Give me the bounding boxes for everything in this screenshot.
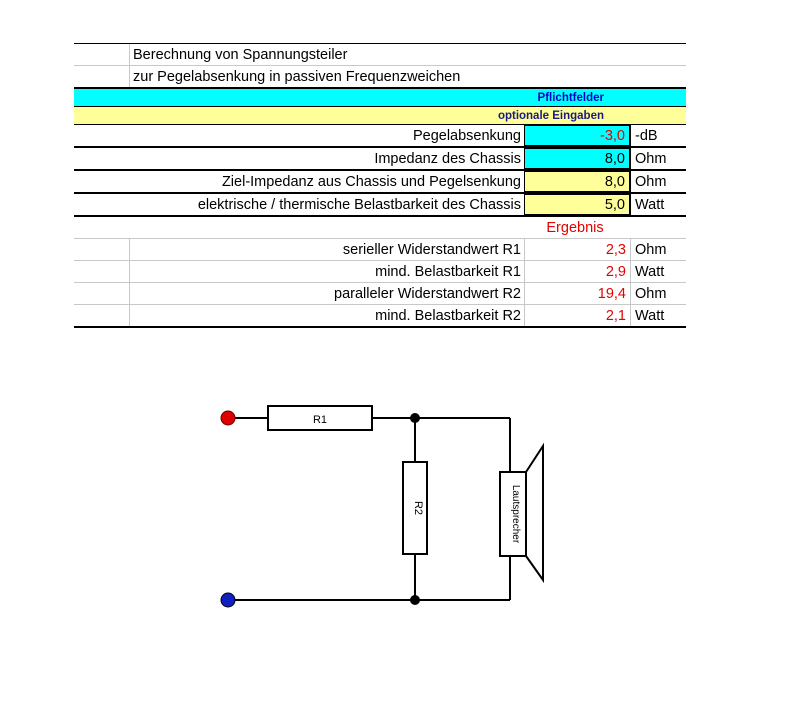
title-line-1[interactable]: Berechnung von Spannungsteiler <box>133 46 348 63</box>
input-row-impedance: Impedanz des Chassis 8,0 Ohm <box>74 148 686 171</box>
input-unit: Ohm <box>630 171 686 192</box>
speaker-cone-icon <box>525 442 544 584</box>
row-header-cell[interactable] <box>74 44 130 65</box>
input-unit: Ohm <box>630 148 686 169</box>
optional-fields-band: optionale Eingaben <box>74 107 686 125</box>
row-header-cell[interactable] <box>74 66 130 87</box>
input-row-target-impedance: Ziel-Impedanz aus Chassis und Pegelsenku… <box>74 171 686 194</box>
input-row-level-reduction: Pegelabsenkung -3,0 -dB <box>74 125 686 148</box>
input-label: Impedanz des Chassis <box>374 150 521 167</box>
result-value[interactable]: 2,9 <box>524 261 630 282</box>
resistor-r2 <box>402 461 428 555</box>
row-header-cell[interactable] <box>74 283 130 304</box>
result-row: mind. Belastbarkeit R2 2,1 Watt <box>74 305 686 328</box>
negative-terminal-icon <box>220 592 236 608</box>
title-row-2: zur Pegelabsenkung in passiven Frequenzw… <box>74 66 686 89</box>
row-header-cell[interactable] <box>74 305 130 326</box>
junction-dot <box>410 413 420 423</box>
result-row: mind. Belastbarkeit R1 2,9 Watt <box>74 261 686 283</box>
row-header-cell[interactable] <box>74 261 130 282</box>
result-unit: Watt <box>630 305 686 326</box>
r2-label: R2 <box>412 501 424 515</box>
required-fields-label: Pflichtfelder <box>537 91 604 104</box>
result-value[interactable]: 2,3 <box>524 239 630 260</box>
result-label: mind. Belastbarkeit R1 <box>375 263 521 280</box>
level-reduction-input[interactable]: -3,0 <box>524 125 630 146</box>
result-unit: Watt <box>630 261 686 282</box>
input-label: elektrische / thermische Belastbarkeit d… <box>197 196 521 213</box>
power-rating-input[interactable]: 5,0 <box>524 194 630 215</box>
spreadsheet: Berechnung von Spannungsteiler zur Pegel… <box>74 43 686 328</box>
input-row-power-rating: elektrische / thermische Belastbarkeit d… <box>74 194 686 217</box>
row-header-cell[interactable] <box>74 239 130 260</box>
result-unit: Ohm <box>630 239 686 260</box>
impedance-input[interactable]: 8,0 <box>524 148 630 169</box>
input-unit: Watt <box>630 194 686 215</box>
input-unit: -dB <box>630 125 686 146</box>
positive-terminal-icon <box>220 410 236 426</box>
result-label: serieller Widerstandwert R1 <box>342 241 521 258</box>
speaker-label: Lautsprecher <box>510 485 521 544</box>
result-label: mind. Belastbarkeit R2 <box>375 307 521 324</box>
optional-fields-label: optionale Eingaben <box>497 109 604 122</box>
result-row: serieller Widerstandwert R1 2,3 Ohm <box>74 239 686 261</box>
speaker-box <box>499 471 527 557</box>
result-unit: Ohm <box>630 283 686 304</box>
result-row: paralleler Widerstandwert R2 19,4 Ohm <box>74 283 686 305</box>
voltage-divider-circuit-diagram: R1 R2 Lautsprecher <box>220 405 544 608</box>
result-header-row: Ergebnis <box>74 217 686 239</box>
target-impedance-input[interactable]: 8,0 <box>524 171 630 192</box>
title-row-1: Berechnung von Spannungsteiler <box>74 43 686 66</box>
result-header: Ergebnis <box>546 219 604 236</box>
input-label: Pegelabsenkung <box>412 127 521 144</box>
junction-dot <box>410 595 420 605</box>
result-label: paralleler Widerstandwert R2 <box>334 285 521 302</box>
input-label: Ziel-Impedanz aus Chassis und Pegelsenku… <box>221 173 521 190</box>
result-value[interactable]: 19,4 <box>524 283 630 304</box>
resistor-r1 <box>267 405 373 431</box>
result-value[interactable]: 2,1 <box>524 305 630 326</box>
title-line-2[interactable]: zur Pegelabsenkung in passiven Frequenzw… <box>133 68 461 85</box>
required-fields-band: Pflichtfelder <box>74 89 686 107</box>
r1-label: R1 <box>313 414 327 426</box>
